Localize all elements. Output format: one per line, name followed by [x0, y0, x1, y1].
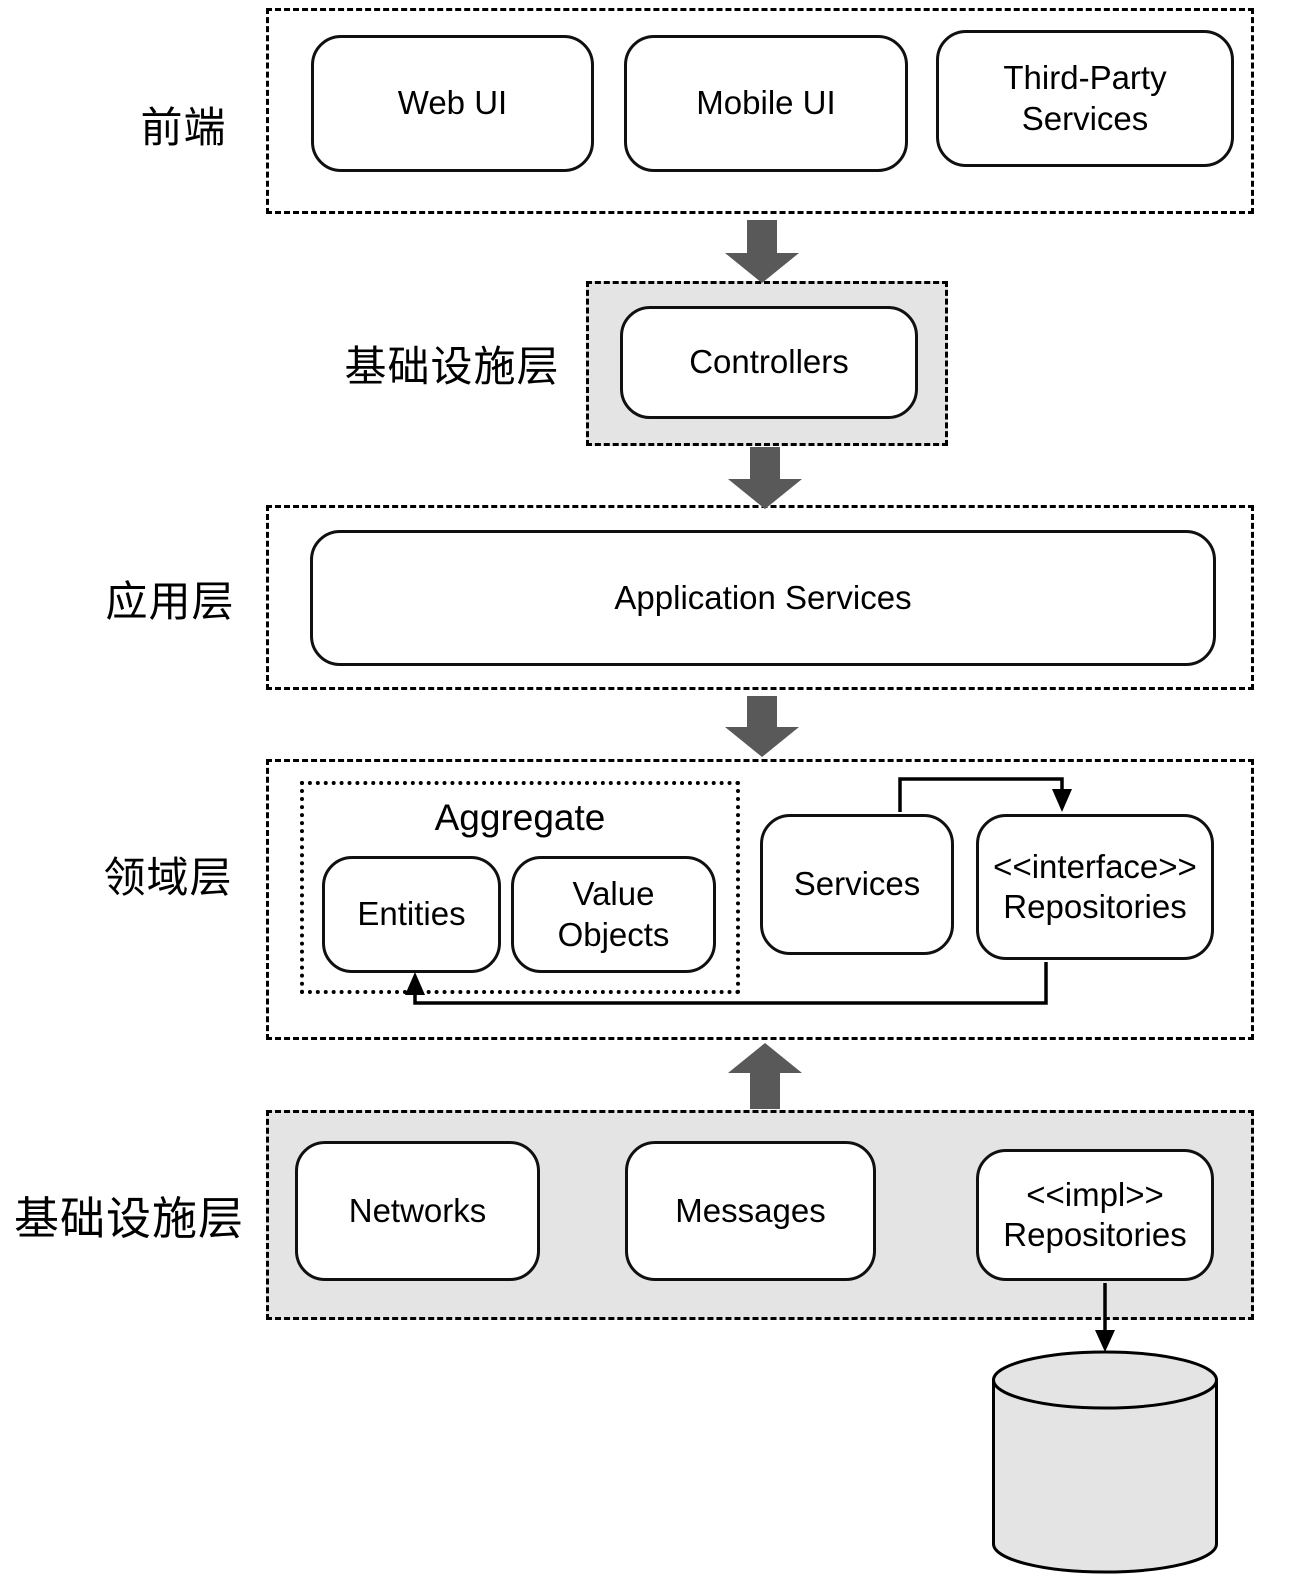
- application-services-node: Application Services: [310, 530, 1216, 666]
- arrow-infrastructure-to-domain: [728, 1043, 802, 1109]
- mobile-ui-label: Mobile UI: [696, 84, 836, 122]
- repositories-impl-label-line2: Repositories: [1003, 1216, 1187, 1253]
- web-ui-label: Web UI: [397, 84, 508, 122]
- value-objects-label-line1: Value: [572, 875, 655, 913]
- infrastructure-bottom-layer-label: 基础设施层: [13, 1192, 244, 1244]
- repositories-impl-label-line1: <<impl>>: [1026, 1175, 1164, 1213]
- frontend-layer-label: 前端: [140, 103, 227, 151]
- repositories-interface-node: <<interface>> Repositories: [976, 814, 1214, 960]
- messages-label: Messages: [675, 1191, 826, 1229]
- web-ui-node: Web UI: [311, 35, 594, 172]
- application-layer-label: 应用层: [105, 577, 235, 625]
- arrow-frontend-to-controllers: [725, 220, 799, 283]
- messages-node: Messages: [625, 1141, 876, 1281]
- repositories-interface-label-line2: Repositories: [1003, 888, 1187, 925]
- aggregate-title: Aggregate: [434, 797, 606, 838]
- arrow-application-to-domain: [725, 696, 799, 757]
- networks-node: Networks: [295, 1141, 540, 1281]
- third-party-services-label-line1: Third-Party: [1003, 59, 1167, 97]
- database-cylinder-top: [992, 1350, 1218, 1410]
- entities-node: Entities: [322, 856, 501, 973]
- connector-impl-repositories-to-database-arrowhead: [1095, 1330, 1115, 1352]
- controllers-label: Controllers: [689, 343, 849, 381]
- controllers-node: Controllers: [620, 306, 918, 419]
- domain-services-node: Services: [760, 814, 954, 955]
- entities-label: Entities: [357, 895, 466, 933]
- mobile-ui-node: Mobile UI: [624, 35, 908, 172]
- repositories-impl-node: <<impl>> Repositories: [976, 1149, 1214, 1281]
- value-objects-node: Value Objects: [511, 856, 716, 973]
- arrow-controllers-to-application: [728, 447, 802, 509]
- application-services-label: Application Services: [614, 578, 912, 616]
- value-objects-label-line2: Objects: [557, 915, 670, 953]
- third-party-services-label-line2: Services: [1021, 99, 1149, 137]
- domain-layer-box: [266, 759, 1254, 1040]
- domain-services-label: Services: [793, 865, 921, 903]
- domain-layer-label: 领域层: [103, 853, 233, 901]
- repositories-interface-label-line1: <<interface>>: [993, 847, 1197, 885]
- frontend-layer-box: [266, 8, 1254, 214]
- infrastructure-top-layer-label: 基础设施层: [344, 342, 560, 390]
- networks-label: Networks: [348, 1191, 487, 1229]
- third-party-services-node: Third-Party Services: [936, 30, 1234, 167]
- database-label: 数据库: [1049, 1443, 1161, 1484]
